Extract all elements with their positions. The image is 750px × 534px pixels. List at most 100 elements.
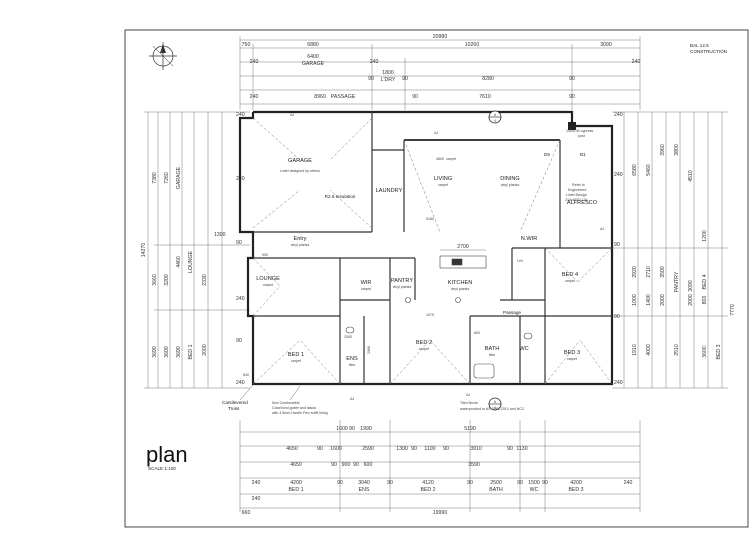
lintel-note-4: 210x65GL13c xyxy=(565,198,588,202)
dining-floor: vinyl planks xyxy=(501,183,520,187)
bottom-small-240c: 240 xyxy=(624,480,633,486)
bottom-dim-row-d: 4200 xyxy=(290,480,302,486)
top-small-240d: 240 xyxy=(250,94,259,100)
bottom-dim-row-d: 90 xyxy=(542,480,548,486)
bottom-dim-row-d: 4200 xyxy=(570,480,582,486)
bottom-overall-dim: 19990 xyxy=(433,510,448,516)
right-dim-value: 1200 xyxy=(702,230,708,242)
gutter-note-2: Colorbond gutter and fascia xyxy=(272,406,316,410)
right-dim-value: 1910 xyxy=(632,344,638,356)
right-dim-value: 3090 xyxy=(688,280,694,292)
bottom-dim-row-b: 90 xyxy=(507,446,513,452)
sheet-border xyxy=(124,29,749,528)
left-row-3200: 3200 xyxy=(164,274,170,286)
left-garage-label: GARAGE xyxy=(176,166,182,189)
kitchen-island xyxy=(439,255,487,269)
room-nwir: N.WIR xyxy=(521,236,537,242)
inner-dim-840: 840 xyxy=(243,373,249,377)
right-dim-value: 1400 xyxy=(646,294,652,306)
top-small-90c: 90 xyxy=(412,94,418,100)
bottom-small-660: 660 xyxy=(242,510,251,516)
plan-scale: SCALE 1:100 xyxy=(148,466,176,471)
bottom-dim-row-b: 3910 xyxy=(470,446,482,452)
cypress-note-2: post xyxy=(578,134,585,138)
bed1-floor: carpet xyxy=(291,359,301,363)
right-small-240a: 240 xyxy=(614,112,623,118)
bottom-room-label: BED 3 xyxy=(569,487,584,493)
bottom-room-label: BED 2 xyxy=(421,487,436,493)
right-small-240b: 240 xyxy=(614,172,623,178)
right-dim-value: 3600 xyxy=(702,346,708,358)
right-dim-value: 2920 xyxy=(632,266,638,278)
top-overall-dim: 20980 xyxy=(433,34,448,40)
top-small-240b: 240 xyxy=(370,59,379,65)
room-ens: ENS xyxy=(346,356,358,362)
top-small-90a: 90 xyxy=(368,76,374,82)
bottom-dim-row-a: 5190 xyxy=(464,426,476,432)
bottom-dim-row-c: 4650 xyxy=(290,462,302,468)
right-dim-value: 3500 xyxy=(660,266,666,278)
right-dim-value: 4000 xyxy=(646,344,652,356)
bottom-dim-row-a: 1990 xyxy=(360,426,372,432)
top-dim-10260: 10260 xyxy=(465,42,480,48)
bottom-dimension-strings xyxy=(239,420,641,512)
left-small-240d: 240 xyxy=(236,380,245,386)
left-small-1300: 1300 xyxy=(214,232,226,238)
room-wc: WC xyxy=(519,346,528,352)
bottom-dim-row-c: 3590 xyxy=(468,462,480,468)
room-entry: Entry xyxy=(293,236,306,242)
top-dim-3090: 3090 xyxy=(600,42,612,48)
truss-note-1: Cantilevered xyxy=(222,400,248,405)
inner-dim-600: 600 xyxy=(474,331,480,335)
inner-dim-living-tag: carpet xyxy=(446,157,456,161)
section-marker-bottom: A 4 xyxy=(488,397,502,411)
bottom-dim-row-c: 900 xyxy=(342,462,351,468)
right-small-240c: 240 xyxy=(614,380,623,386)
right-dim-value: 2510 xyxy=(674,344,680,356)
left-lounge-val: 4460 xyxy=(176,256,182,268)
bottom-room-label: WC xyxy=(530,487,539,493)
living-floor: carpet xyxy=(438,183,448,187)
cypress-note-1: 140x140 cypress xyxy=(566,129,593,133)
room-dining: DINING xyxy=(500,176,520,182)
bottom-dim-row-b: 2590 xyxy=(362,446,374,452)
left-small-240c: 240 xyxy=(236,296,245,302)
left-overall-dim: 14270 xyxy=(141,243,147,258)
top-small-90d: 90 xyxy=(569,76,575,82)
right-dim-value: 2000 xyxy=(688,294,694,306)
garage-lintel-note: Lintel designed by others xyxy=(280,169,320,173)
inner-dim-4800: 4800 xyxy=(436,157,444,161)
room-wir: WIR xyxy=(361,280,372,286)
left-bed1-label: BED 1 xyxy=(188,344,194,359)
left-garage-val: 7380 xyxy=(152,172,158,184)
bottom-dim-row-b: 1600 xyxy=(330,446,342,452)
section-marker-top: A 4 xyxy=(488,110,502,124)
bottom-dim-row-c: 90 xyxy=(331,462,337,468)
right-dim-value: 3800 xyxy=(674,144,680,156)
plan-heading: plan xyxy=(146,442,188,467)
room-garage: GARAGE xyxy=(288,158,312,164)
exterior-walls xyxy=(238,110,614,386)
room-pantry: PANTRY xyxy=(391,278,413,284)
bottom-room-label: BATH xyxy=(489,487,503,493)
construction-text: CONSTRUCTION xyxy=(690,49,727,54)
bottom-small-240a: 240 xyxy=(252,480,261,486)
room-lounge: LOUNGE xyxy=(256,276,280,282)
room-passage: Passage xyxy=(503,310,521,315)
bottom-dim-row-c: 90 xyxy=(353,462,359,468)
insulation-note: R2.5 Insulation xyxy=(325,194,356,199)
north-arrow-icon xyxy=(149,42,177,70)
bed3-floor: carpet xyxy=(567,357,577,361)
right-dim-value: 800 xyxy=(702,296,708,305)
left-small-90a: 90 xyxy=(236,240,242,246)
right-small-90a: 90 xyxy=(614,242,620,248)
truss-note-2: Truss xyxy=(228,406,240,411)
lounge-floor: carpet xyxy=(263,283,273,287)
niche-note-1: Tiled Niche xyxy=(460,401,478,405)
bottom-room-label: BED 1 xyxy=(289,487,304,493)
room-bed4: BED 4 xyxy=(562,272,578,278)
left-row-3690: 3690 xyxy=(152,346,158,358)
bottom-dim-row-b: 90 xyxy=(411,446,417,452)
entry-floor: vinyl planks xyxy=(291,243,310,247)
aj-label-2: AJ xyxy=(434,131,438,135)
